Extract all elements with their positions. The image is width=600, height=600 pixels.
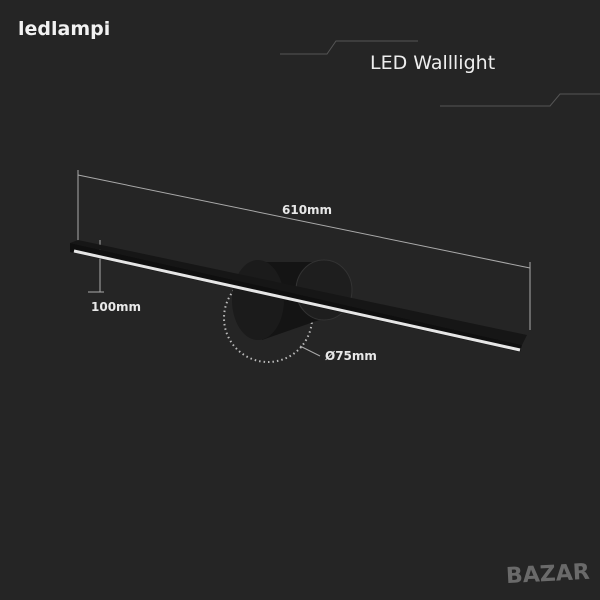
length-label: 610mm xyxy=(282,203,333,217)
watermark: BAZAR xyxy=(505,559,591,590)
lamp-bar xyxy=(70,240,527,352)
diameter-label: Ø75mm xyxy=(325,349,377,363)
decor-lines xyxy=(280,40,600,107)
brand-logo: ledlampi xyxy=(18,18,111,40)
height-label: 100mm xyxy=(91,300,142,314)
product-title: LED Walllight xyxy=(370,52,496,74)
dimension-line-length xyxy=(77,170,531,330)
